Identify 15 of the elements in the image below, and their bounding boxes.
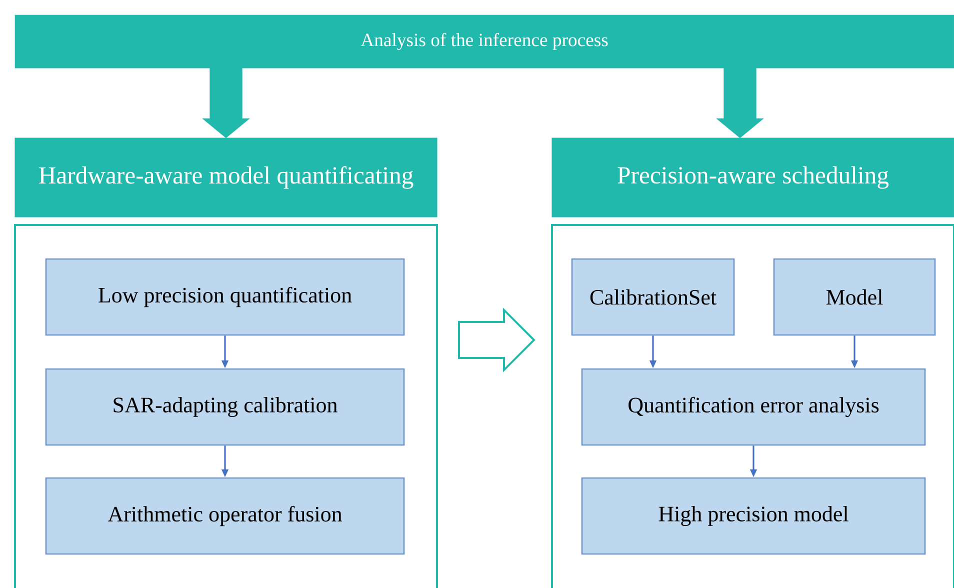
process-box: CalibrationSet [571,258,735,336]
process-box: Low precision quantification [45,258,405,336]
header-box: Hardware-aware model quantificating [14,138,438,218]
container-box [14,224,438,588]
container-box [551,224,954,588]
process-box: SAR-adapting calibration [45,368,405,446]
process-box: Model [773,258,936,336]
process-box: Quantification error analysis [581,368,926,446]
hollow-arrow [458,308,536,372]
block-arrow [716,68,764,138]
process-box: High precision model [581,477,926,555]
block-arrow [202,68,250,138]
banner-box: Analysis of the inference process [14,14,954,68]
process-box: Arithmetic operator fusion [45,477,405,555]
header-box: Precision-aware scheduling [552,138,954,218]
